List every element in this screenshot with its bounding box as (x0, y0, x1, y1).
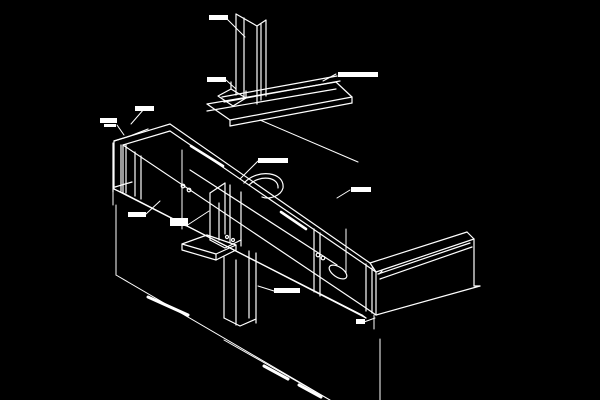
label-box-top-bracket (207, 77, 226, 82)
leader-label-blocks (100, 15, 378, 324)
fastener-details (180, 183, 326, 261)
label-box-left-upper-small-lower (104, 124, 116, 127)
beam-end-extension (369, 231, 481, 316)
leader-lines (116, 18, 376, 323)
curved-clip (243, 173, 284, 199)
label-box-left-web (128, 212, 146, 217)
label-box-top-stud (209, 15, 228, 20)
dimension-accents (146, 295, 323, 399)
web-slot-oval (328, 264, 348, 280)
label-box-left-upper (135, 106, 154, 111)
label-box-center-lower (170, 218, 188, 226)
support-post (223, 250, 257, 327)
label-box-beam-end (356, 319, 365, 324)
center-vertical-stud (209, 182, 242, 249)
label-box-left-upper-small (100, 118, 117, 123)
label-box-beam-right (351, 187, 371, 192)
center-lower-bracket (181, 234, 237, 261)
label-box-post (274, 288, 300, 293)
label-box-top-track (338, 72, 378, 77)
top-bracket (217, 81, 247, 107)
dimension-lines (112, 119, 381, 400)
upper-track (206, 75, 353, 127)
left-end-cap (112, 128, 149, 194)
beam-hatching (189, 144, 308, 231)
upper-vertical-stud (235, 13, 267, 105)
label-box-center-upper (258, 158, 288, 163)
